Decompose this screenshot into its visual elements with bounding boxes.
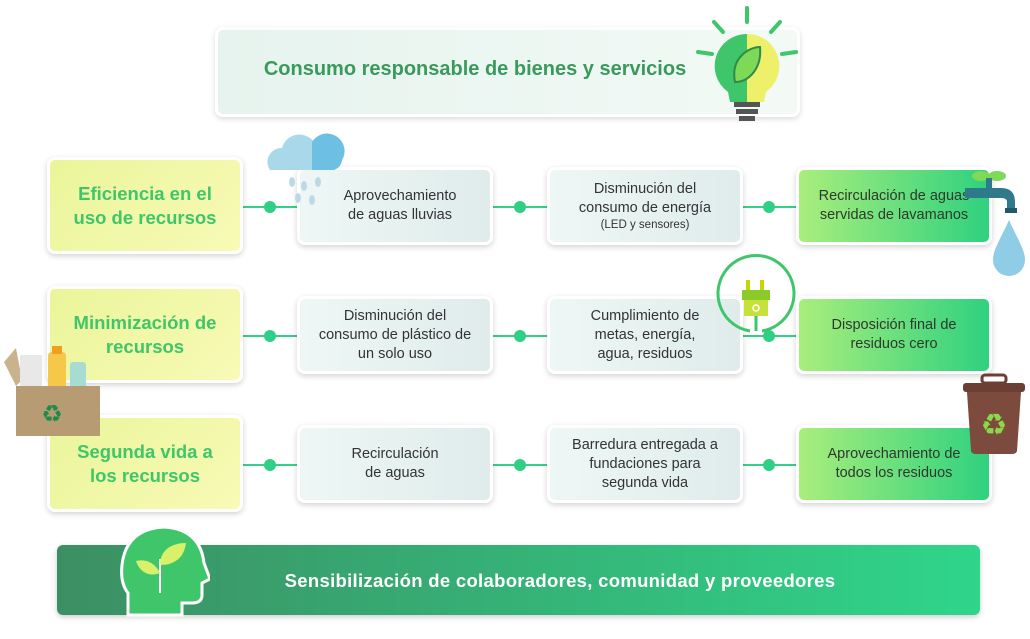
footer-banner <box>57 545 980 615</box>
faucet-icon <box>965 171 1017 213</box>
connector-dot <box>514 201 526 213</box>
footer-text: Sensibilización de colaboradores, comuni… <box>284 570 836 591</box>
result-box: Disposición final de residuos cero <box>796 296 992 374</box>
result-box: Aprovechamiento de todos los residuos <box>796 425 992 503</box>
action-text: Recirculación de aguas <box>351 446 439 481</box>
lightbulb-leaf-icon <box>696 6 798 121</box>
connector-dot <box>264 330 276 342</box>
category-box: Minimización de recursos <box>47 286 243 383</box>
action-note: (LED y sensores) <box>600 218 690 231</box>
category-box: Eficiencia en el uso de recursos <box>47 157 243 254</box>
svg-text:♻: ♻ <box>41 401 63 428</box>
action-box: Barredura entregada a fundaciones para s… <box>547 425 743 503</box>
connector-dot <box>264 459 276 471</box>
action-box: Disminución del consumo de plástico de u… <box>297 296 493 374</box>
action-box: Recirculación de aguas <box>297 425 493 503</box>
action-text: Disminución del consumo de plástico de u… <box>318 307 472 362</box>
action-text: Cumplimiento de metas, energía, agua, re… <box>590 307 700 362</box>
action-box: Disminución del consumo de energía (LED y… <box>547 167 743 245</box>
water-drop-icon <box>993 220 1025 276</box>
svg-text:♻: ♻ <box>981 409 1008 442</box>
rain-cloud-icon <box>267 133 345 205</box>
action-text: Aprovechamiento de aguas lluvias <box>343 188 457 223</box>
page-title: Consumo responsable de bienes y servicio… <box>263 58 687 80</box>
connector-dot <box>763 330 775 342</box>
connector-dot <box>264 201 276 213</box>
connector-dot <box>763 201 775 213</box>
action-box: Aprovechamiento de aguas lluvias <box>297 167 493 245</box>
action-text: Disminución del consumo de energía <box>578 180 712 216</box>
action-text: Barredura entregada a fundaciones para s… <box>572 436 718 491</box>
plug-icon <box>716 254 796 333</box>
connector-dot <box>514 459 526 471</box>
recycle-box-icon: ♻ <box>4 346 100 436</box>
head-leaf-icon <box>120 525 210 617</box>
recycle-bin-icon: ♻ <box>963 373 1025 454</box>
result-box: Recirculación de aguas servidas de lavam… <box>796 167 992 245</box>
action-box: Cumplimiento de metas, energía, agua, re… <box>547 296 743 374</box>
connector-dot <box>514 330 526 342</box>
connector-dot <box>763 459 775 471</box>
title-box <box>215 27 800 117</box>
